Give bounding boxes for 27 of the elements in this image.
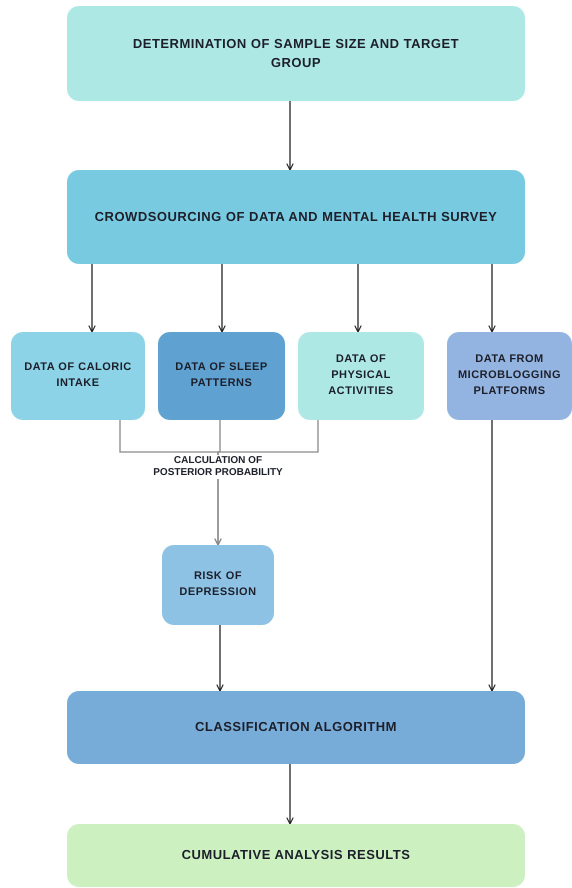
arrow: [214, 420, 319, 546]
process-box: [11, 332, 145, 420]
box-text: DATA FROM MICROBLOGGING PLATFORMS: [456, 352, 562, 399]
process-box: [67, 6, 525, 101]
process-box: [298, 332, 424, 420]
process-box: [158, 332, 285, 420]
box-text: CLASSIFICATION ALGORITHM: [195, 718, 397, 736]
arrow: [88, 264, 96, 333]
box-text: DATA OF SLEEP PATTERNS: [174, 360, 269, 391]
process-box: [447, 332, 572, 420]
box-text: DETERMINATION OF SAMPLE SIZE AND TARGET GROUP: [132, 34, 460, 72]
box-text: DATA OF CALORIC INTAKE: [23, 360, 133, 391]
process-box: [67, 170, 525, 264]
process-box: [67, 691, 525, 764]
process-box: [67, 824, 525, 887]
process-box: [162, 545, 274, 625]
box-text: CUMULATIVE ANALYSIS RESULTS: [182, 846, 410, 864]
arrow: [286, 101, 294, 171]
arrow: [488, 420, 496, 692]
arrow: [286, 764, 294, 825]
box-text: RISK OF DEPRESSION: [178, 569, 258, 600]
box-text: CROWDSOURCING OF DATA AND MENTAL HEALTH SURVEY: [94, 208, 498, 226]
arrow: [488, 264, 496, 333]
arrow: [218, 264, 226, 333]
arrow: [216, 625, 224, 692]
arrow: [354, 264, 362, 333]
box-text: DATA OF PHYSICAL ACTIVITIES: [327, 352, 395, 399]
